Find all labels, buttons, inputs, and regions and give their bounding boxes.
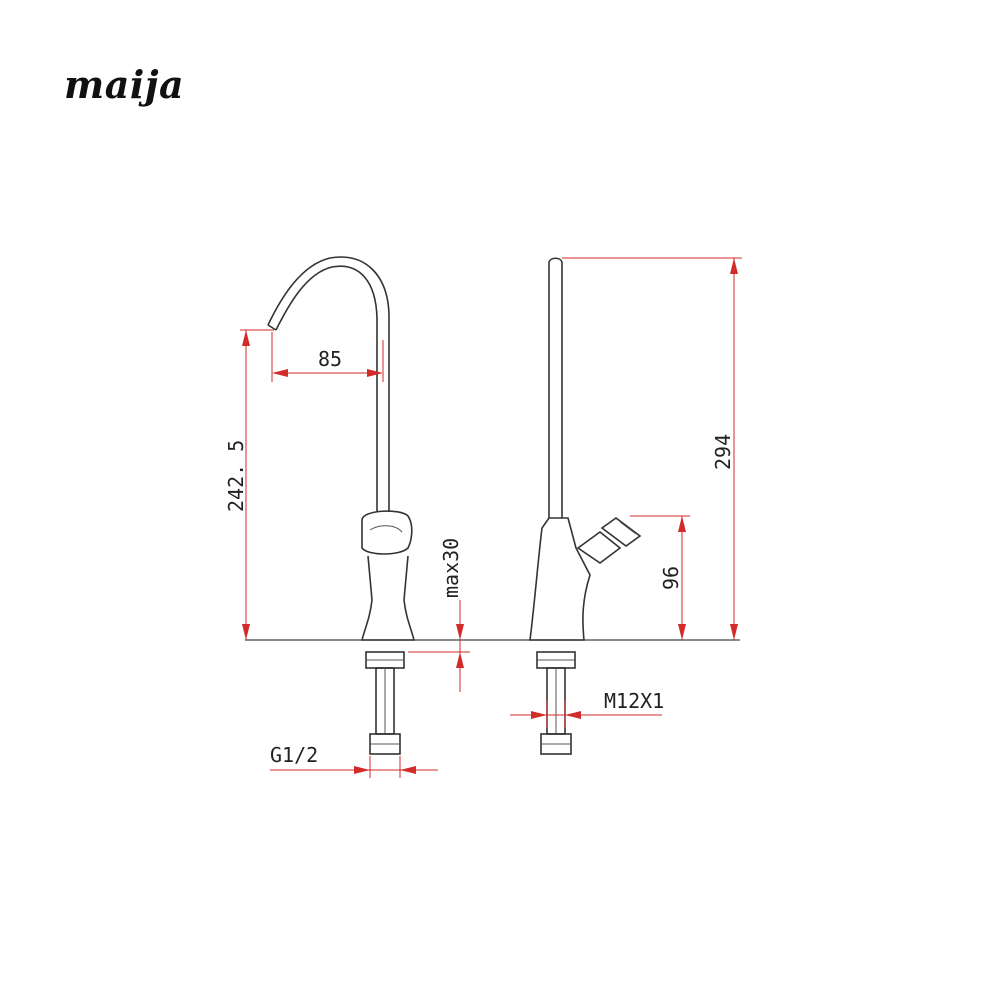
- dimension-thread-right: M12X1: [510, 689, 664, 728]
- dimension-total-height: 294: [562, 257, 742, 640]
- left-faucet-body: [360, 555, 416, 641]
- brand-logo: maija: [64, 62, 185, 107]
- left-handle-knob: [361, 510, 413, 555]
- dimension-label-thread-left: G1/2: [270, 743, 318, 767]
- left-spout-inner: [275, 265, 378, 512]
- dimension-label-total-height: 294: [711, 434, 735, 470]
- dimension-label-max-thickness: max30: [439, 538, 463, 598]
- right-faucet-body: [529, 517, 591, 641]
- dimension-label-spout-reach: 85: [318, 347, 342, 371]
- dimension-thread-left: G1/2: [270, 743, 438, 778]
- left-spout-outer: [267, 256, 390, 512]
- dimension-label-handle-height: 96: [659, 566, 683, 590]
- left-faucet-view: [267, 256, 416, 755]
- dimension-left-height: 242. 5: [224, 329, 274, 640]
- dimension-spout-reach: 85: [271, 332, 384, 382]
- right-faucet-view: [529, 257, 642, 755]
- dimension-handle-height: 96: [630, 515, 690, 640]
- dimension-label-thread-right: M12X1: [604, 689, 664, 713]
- right-spout: [548, 257, 563, 518]
- dimension-max-thickness: max30: [408, 538, 470, 692]
- right-handle-lever: [576, 530, 622, 564]
- dimension-label-left-height: 242. 5: [224, 440, 248, 512]
